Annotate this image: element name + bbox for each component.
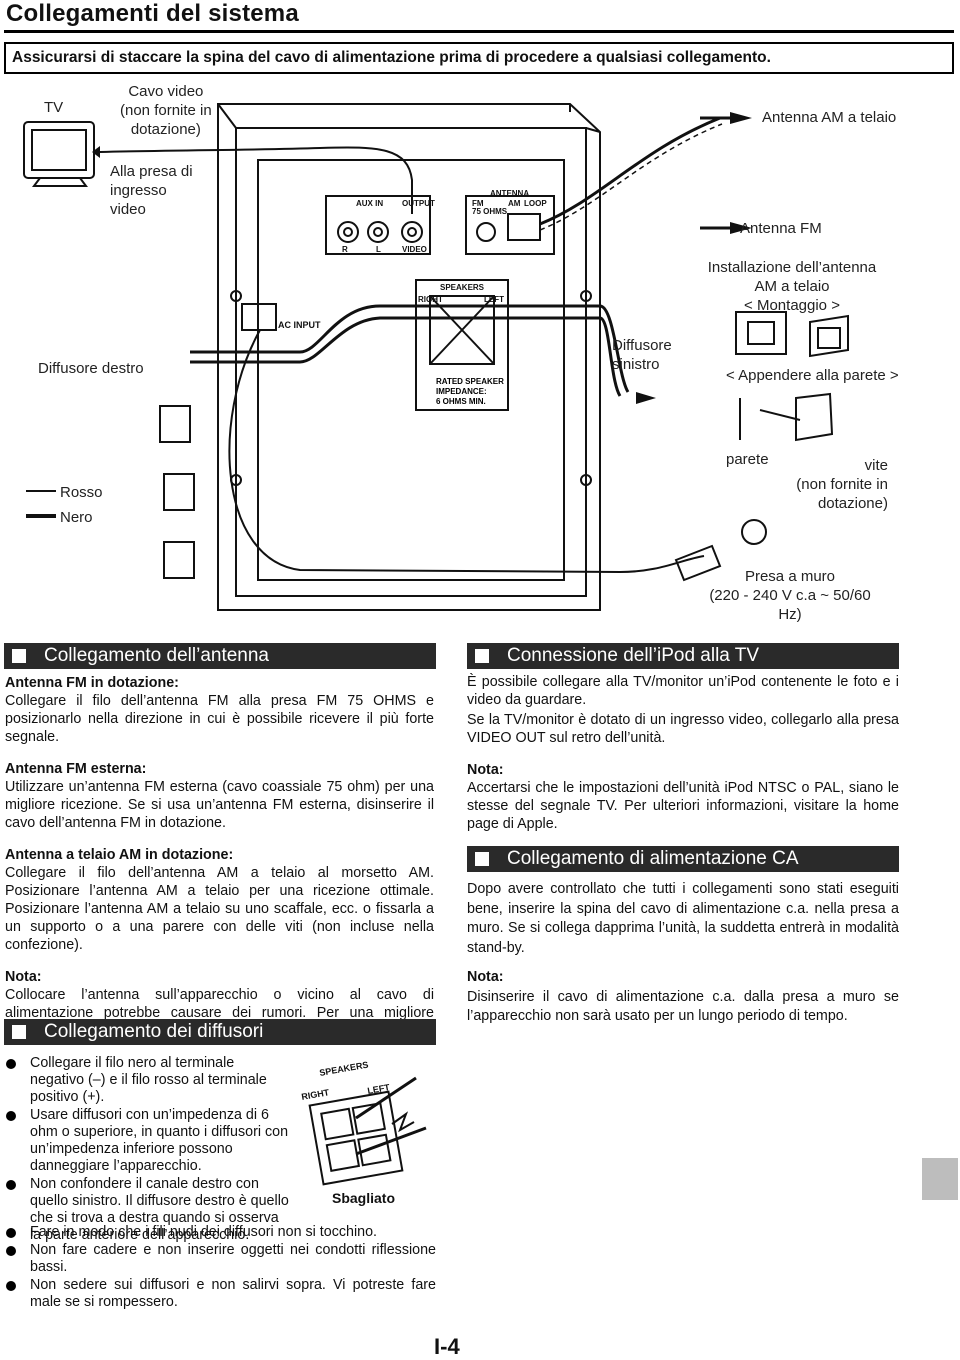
label-l: L xyxy=(376,245,381,254)
speaker-section-heading: Collegamento dei diffusori xyxy=(4,1019,436,1045)
am-text: Collegare il filo dell’antenna AM a tela… xyxy=(5,865,434,953)
label-wall: parete xyxy=(726,451,769,468)
plug-icon xyxy=(674,519,767,582)
speaker-bullets-top: Collegare il filo nero al terminale nega… xyxy=(2,1055,290,1244)
label-fm-antenna: Antenna FM xyxy=(740,220,822,237)
square-bullet-icon xyxy=(475,649,489,663)
power-section-heading: Collegamento di alimentazione CA xyxy=(467,846,899,872)
ipod-section-heading: Connessione dell’iPod alla TV xyxy=(467,643,899,669)
jack-block xyxy=(325,195,555,255)
power-p1: Dopo avere controllato che tutti i colle… xyxy=(467,881,899,956)
fig-label-left: LEFT xyxy=(367,1082,391,1096)
list-item: Fare in modo che i fili nudi dei diffuso… xyxy=(30,1224,378,1240)
label-red: Rosso xyxy=(60,484,103,501)
tv-icon xyxy=(23,121,95,187)
fig-label-right: RIGHT xyxy=(301,1087,331,1102)
ipod-note-text: Accertarsi che le impostazioni dell’unit… xyxy=(467,780,899,832)
am-loop-antenna-icon xyxy=(735,311,849,442)
power-note-text: Disinserire il cavo di alimentazione c.a… xyxy=(467,988,899,1025)
bullet-icon xyxy=(6,1180,16,1190)
wrong-connection-figure: SPEAKERS RIGHT LEFT Sbagliato xyxy=(301,1060,427,1206)
label-ohms: 75 OHMS xyxy=(472,207,508,216)
bullet-icon xyxy=(6,1246,16,1256)
label-right: RIGHT xyxy=(418,295,443,304)
label-loop: LOOP xyxy=(524,199,547,208)
label-screw: vite (non fornite in dotazione) xyxy=(796,457,888,512)
label-video-input: Alla presa di ingresso video xyxy=(110,163,193,218)
list-item: Non confondere il canale destro con quel… xyxy=(30,1176,289,1243)
label-video-cable: Cavo video (non fornite in dotazione) xyxy=(120,83,212,138)
warning-box: Assicurarsi di staccare la spina del cav… xyxy=(4,42,954,74)
square-bullet-icon xyxy=(12,649,26,663)
ipod-section-body: È possibile collegare alla TV/monitor un… xyxy=(467,673,899,847)
fm-supplied-title: Antenna FM in dotazione: xyxy=(5,675,179,691)
label-am-antenna: Antenna AM a telaio xyxy=(762,109,897,126)
square-bullet-icon xyxy=(12,1025,26,1039)
list-item: Non sedere sui diffusori e non salirvi s… xyxy=(30,1277,436,1310)
fig-label-speakers: SPEAKERS xyxy=(319,1060,369,1078)
list-item: Collegare il filo nero al terminale nega… xyxy=(30,1055,267,1105)
wrong-label: Sbagliato xyxy=(332,1190,395,1206)
speaker-clip-icons xyxy=(159,405,195,579)
label-am: AM xyxy=(508,199,521,208)
fm-external-text: Utilizzare un’antenna FM esterna (cavo c… xyxy=(5,779,434,831)
ipod-p1: È possibile collegare alla TV/monitor un… xyxy=(467,674,899,708)
label-aux-in: AUX IN xyxy=(356,199,383,208)
label-fm: FM xyxy=(472,199,484,208)
list-item: Non fare cadere e non inserire oggetti n… xyxy=(30,1242,436,1275)
speaker-bullets-bottom: Fare in modo che i fili nudi dei diffuso… xyxy=(2,1224,436,1311)
connection-diagram: AUX IN OUTPUT R L VIDEO ANTENNA FM AM LO… xyxy=(23,103,849,611)
fm-external-title: Antenna FM esterna: xyxy=(5,761,147,777)
label-install-am: Installazione dell’antenna AM a telaio <… xyxy=(707,259,877,314)
label-left: LEFT xyxy=(484,295,504,304)
label-speakers: SPEAKERS xyxy=(440,283,485,292)
am-title: Antenna a telaio AM in dotazione: xyxy=(5,847,234,863)
antenna-note-title: Nota: xyxy=(5,969,42,985)
title-rule xyxy=(4,30,954,33)
label-outlet: Presa a muro (220 - 240 V c.a ~ 50/60 Hz… xyxy=(709,568,871,623)
label-r: R xyxy=(342,245,348,254)
label-video: VIDEO xyxy=(402,245,427,254)
label-speaker-right: Diffusore destro xyxy=(38,360,144,377)
label-speaker-left: Diffusore sinistro xyxy=(612,337,672,373)
square-bullet-icon xyxy=(475,852,489,866)
antenna-section-body: Antenna FM in dotazione: Collegare il fil… xyxy=(5,674,434,1054)
label-hang-wall: < Appendere alla parete > xyxy=(726,367,899,384)
bullet-icon xyxy=(6,1228,16,1238)
unit-back-panel xyxy=(217,103,601,611)
list-item: Usare diffusori con un’impedenza di 6 oh… xyxy=(30,1107,289,1174)
ipod-note-title: Nota: xyxy=(467,762,504,778)
arrow-icons xyxy=(92,112,752,404)
bullet-icon xyxy=(6,1281,16,1291)
fm-supplied-text: Collegare il filo dell’antenna FM alla p… xyxy=(5,693,434,745)
label-antenna: ANTENNA xyxy=(490,189,529,198)
power-section-body: Dopo avere controllato che tutti i colle… xyxy=(467,880,899,1041)
bullet-icon xyxy=(6,1111,16,1121)
page-title: Collegamenti del sistema xyxy=(6,0,299,27)
ipod-p2: Se la TV/monitor è dotato di un ingresso… xyxy=(467,712,899,746)
label-tv: TV xyxy=(44,99,64,116)
side-tab-marker xyxy=(922,1158,958,1200)
page-number: I-4 xyxy=(434,1334,460,1359)
label-black: Nero xyxy=(60,509,93,526)
bullet-icon xyxy=(6,1059,16,1069)
power-note-title: Nota: xyxy=(467,969,504,985)
label-output: OUTPUT xyxy=(402,199,435,208)
antenna-section-heading: Collegamento dell’antenna xyxy=(4,643,436,669)
label-ac-input: AC INPUT xyxy=(278,320,321,330)
